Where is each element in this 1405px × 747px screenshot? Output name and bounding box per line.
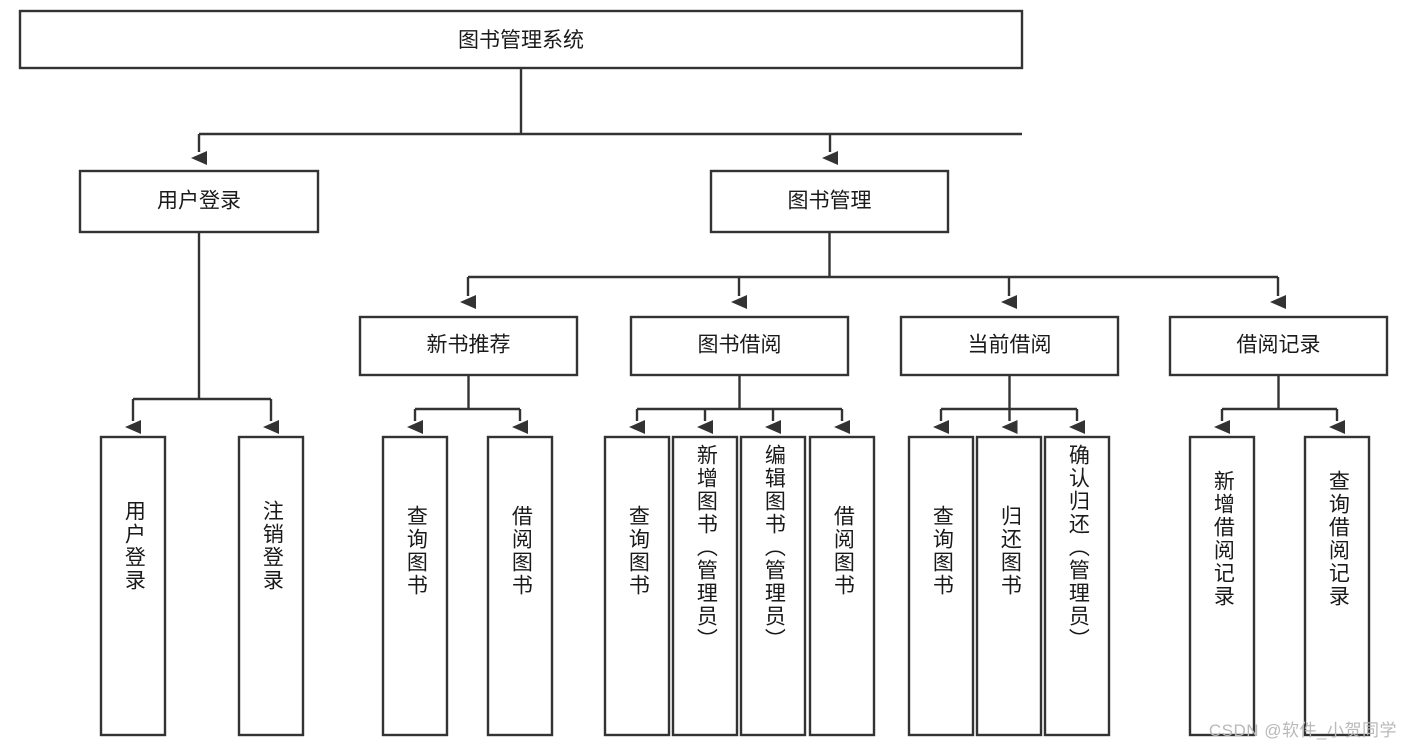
node-rect-leaf-add-record[interactable] <box>1188 435 1256 737</box>
connector-user-login-to-leaves <box>125 232 279 434</box>
node-book-borrow[interactable]: 图书借阅 <box>629 315 850 377</box>
node-user-login[interactable]: 用户登录 <box>78 169 320 234</box>
node-label-root: 图书管理系统 <box>458 29 584 52</box>
node-rect-root <box>18 9 1024 70</box>
csdn-watermark: CSDN @软件_小贺同学 <box>1208 721 1397 740</box>
node-rect-leaf-add-book[interactable] <box>671 435 739 737</box>
connector-book-borrow-to-leaves <box>629 375 850 434</box>
node-book-management[interactable]: 图书管理 <box>709 169 950 234</box>
node-label-book-management: 图书管理 <box>788 190 872 213</box>
node-rect-leaf-edit-book[interactable] <box>739 435 807 737</box>
connector-new-book-recommend-to-leaves <box>407 375 528 434</box>
node-rect-leaf-query-book-1[interactable] <box>381 435 449 737</box>
node-rect-leaf-borrow-book-2[interactable] <box>808 435 876 737</box>
node-label-book-borrow: 图书借阅 <box>698 334 782 357</box>
connector-root-to-level2 <box>191 68 1022 165</box>
node-rect-leaf-confirm-return[interactable] <box>1043 435 1111 737</box>
connector-current-borrow-to-leaves <box>933 375 1085 434</box>
node-label-current-borrow: 当前借阅 <box>968 334 1052 357</box>
node-rect-user-login <box>78 169 320 234</box>
node-rect-leaf-return-book[interactable] <box>975 435 1043 737</box>
node-label-borrow-record: 借阅记录 <box>1237 334 1321 357</box>
node-rect-leaf-logout-login[interactable] <box>237 435 305 737</box>
node-label-user-login: 用户登录 <box>157 190 241 213</box>
node-rect-current-borrow <box>899 315 1120 377</box>
connector-book-management-to-level3 <box>460 232 1286 309</box>
node-current-borrow[interactable]: 当前借阅 <box>899 315 1120 377</box>
node-rect-new-book-recommend <box>358 315 579 377</box>
node-new-book-recommend[interactable]: 新书推荐 <box>358 315 579 377</box>
node-borrow-record[interactable]: 借阅记录 <box>1168 315 1389 377</box>
node-label-new-book-recommend: 新书推荐 <box>427 334 511 357</box>
connector-borrow-record-to-leaves <box>1214 375 1345 434</box>
node-rect-leaf-query-record[interactable] <box>1303 435 1371 737</box>
node-book-management-system[interactable]: 图书管理系统 <box>18 9 1024 70</box>
node-rect-leaf-borrow-book-1[interactable] <box>486 435 554 737</box>
node-rect-leaf-query-book-3[interactable] <box>907 435 975 737</box>
node-rect-leaf-user-login[interactable] <box>99 435 167 737</box>
node-rect-leaf-query-book-2[interactable] <box>603 435 671 737</box>
